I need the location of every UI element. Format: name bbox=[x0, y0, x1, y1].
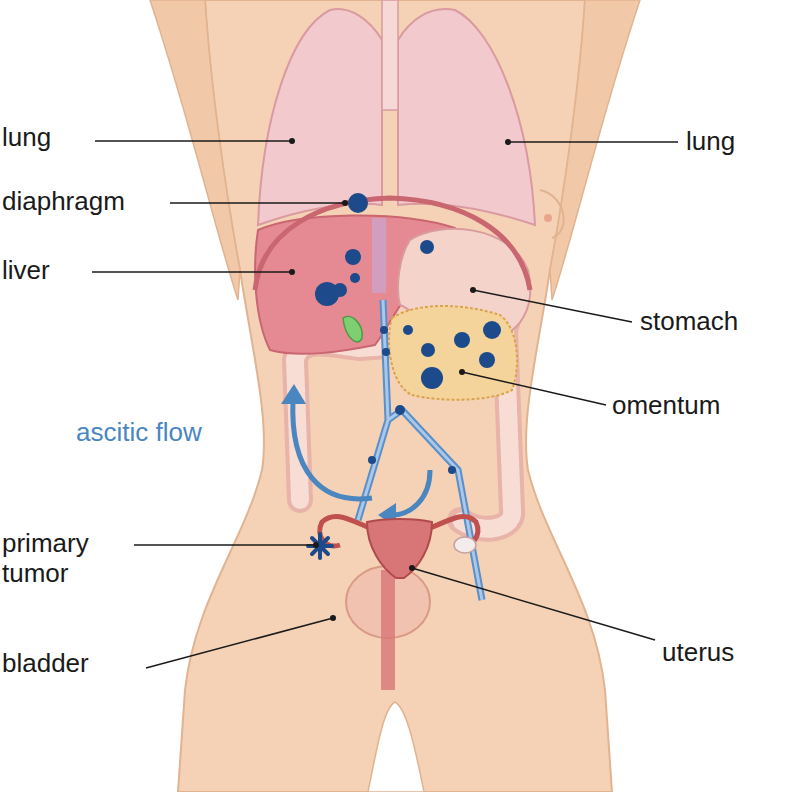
lung-left bbox=[258, 9, 382, 225]
leader-dots bbox=[289, 138, 511, 621]
arm-left bbox=[150, 0, 240, 300]
organ-label: bladder bbox=[2, 648, 89, 678]
body-silhouette bbox=[178, 0, 612, 792]
organ-label: liver bbox=[2, 255, 50, 285]
organ-label: lung bbox=[2, 122, 51, 152]
leader-lines bbox=[92, 141, 678, 668]
organ-label: omentum bbox=[612, 390, 720, 420]
flow-arrow bbox=[392, 470, 430, 515]
breast bbox=[540, 190, 564, 238]
organ-label: diaphragm bbox=[2, 186, 125, 216]
organ-label: stomach bbox=[640, 306, 738, 336]
lung-right bbox=[398, 9, 535, 225]
flow-arrowhead bbox=[281, 384, 306, 404]
vagina bbox=[381, 570, 395, 690]
primary-tumor-mark bbox=[308, 534, 332, 558]
trachea bbox=[382, 0, 398, 110]
gallbladder bbox=[343, 316, 362, 341]
organ-label: uterus bbox=[662, 637, 734, 667]
uterus bbox=[367, 519, 432, 578]
organ-label: primary tumor bbox=[2, 528, 127, 588]
vessel-inner bbox=[358, 300, 482, 600]
arm-right bbox=[550, 0, 640, 300]
diaphragm bbox=[255, 198, 530, 290]
leg-gap bbox=[368, 702, 424, 792]
flow-arrow bbox=[293, 400, 372, 499]
nipple bbox=[544, 214, 552, 222]
falciform-ligament bbox=[372, 218, 386, 293]
omentum bbox=[389, 306, 517, 400]
metastases bbox=[315, 193, 501, 474]
organ-label: lung bbox=[686, 126, 735, 156]
organ-label: ascitic flow bbox=[76, 417, 202, 447]
vessel bbox=[358, 300, 482, 600]
ovary bbox=[454, 537, 476, 553]
